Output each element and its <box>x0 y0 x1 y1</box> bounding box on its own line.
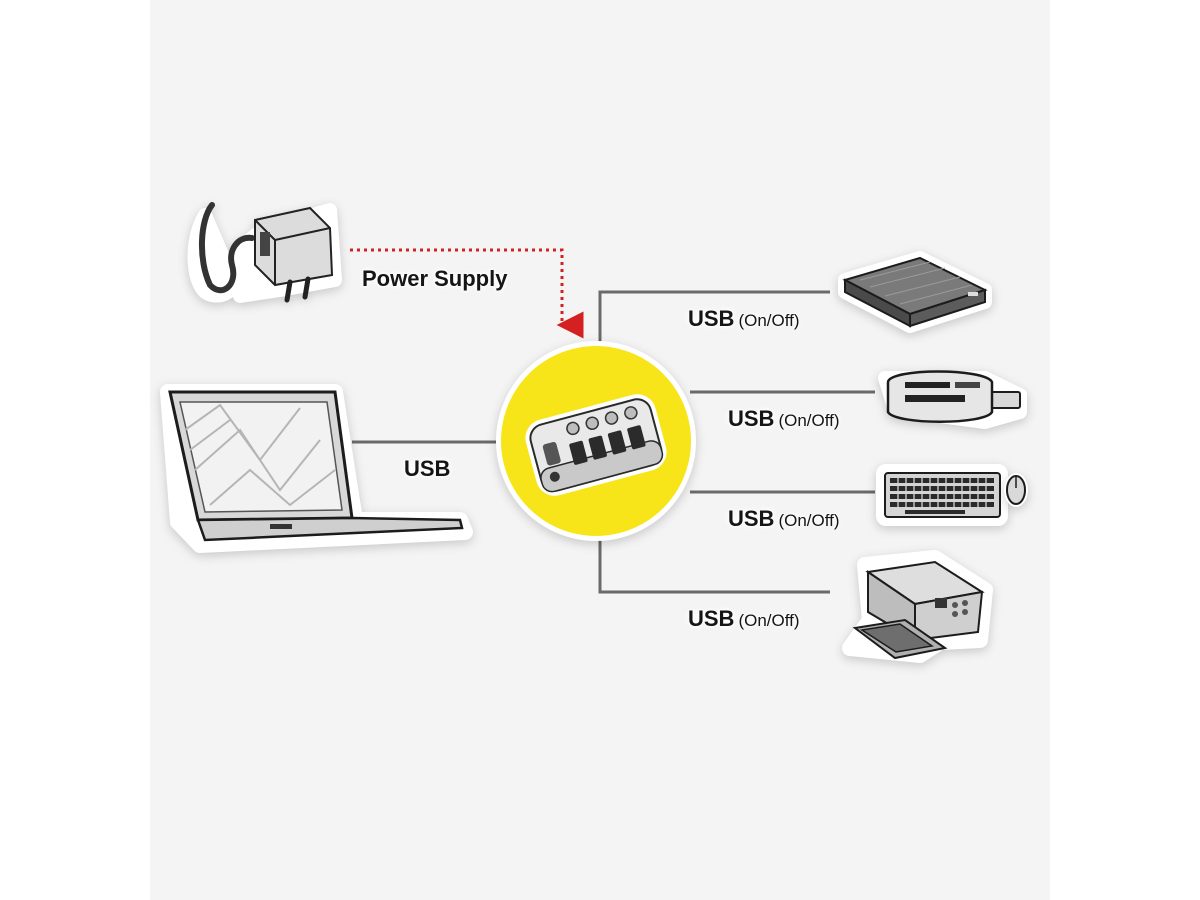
port2-state-text: (On/Off) <box>778 411 840 430</box>
power-line <box>350 248 584 339</box>
port4-state-text: (On/Off) <box>738 611 800 630</box>
port1-cable <box>598 290 830 345</box>
keyboard-icon <box>876 464 1008 526</box>
port2-label: USB(On/Off) <box>728 406 840 432</box>
port2-usb-text: USB <box>728 406 775 431</box>
laptop-icon <box>160 384 473 553</box>
mouse-icon <box>1004 473 1028 507</box>
printer-icon <box>842 550 993 663</box>
port3-state-text: (On/Off) <box>778 511 840 530</box>
power-supply-label: Power Supply <box>362 266 507 292</box>
usb-hub-icon <box>525 394 667 496</box>
port1-usb-text: USB <box>688 306 735 331</box>
power-supply-text: Power Supply <box>362 266 508 291</box>
port3-label: USB(On/Off) <box>728 506 840 532</box>
port1-label: USB(On/Off) <box>688 306 800 332</box>
port4-cable <box>598 540 830 594</box>
port4-label: USB(On/Off) <box>688 606 800 632</box>
cable-lines <box>352 290 875 594</box>
hard-drive-icon <box>838 251 992 333</box>
card-reader-icon <box>878 370 1027 429</box>
laptop-usb-label: USB <box>404 456 450 482</box>
port4-usb-text: USB <box>688 606 735 631</box>
port1-state-text: (On/Off) <box>738 311 800 330</box>
laptop-usb-text: USB <box>404 456 451 481</box>
power-adapter-icon <box>187 202 342 303</box>
port3-usb-text: USB <box>728 506 775 531</box>
hub-node <box>496 341 696 541</box>
